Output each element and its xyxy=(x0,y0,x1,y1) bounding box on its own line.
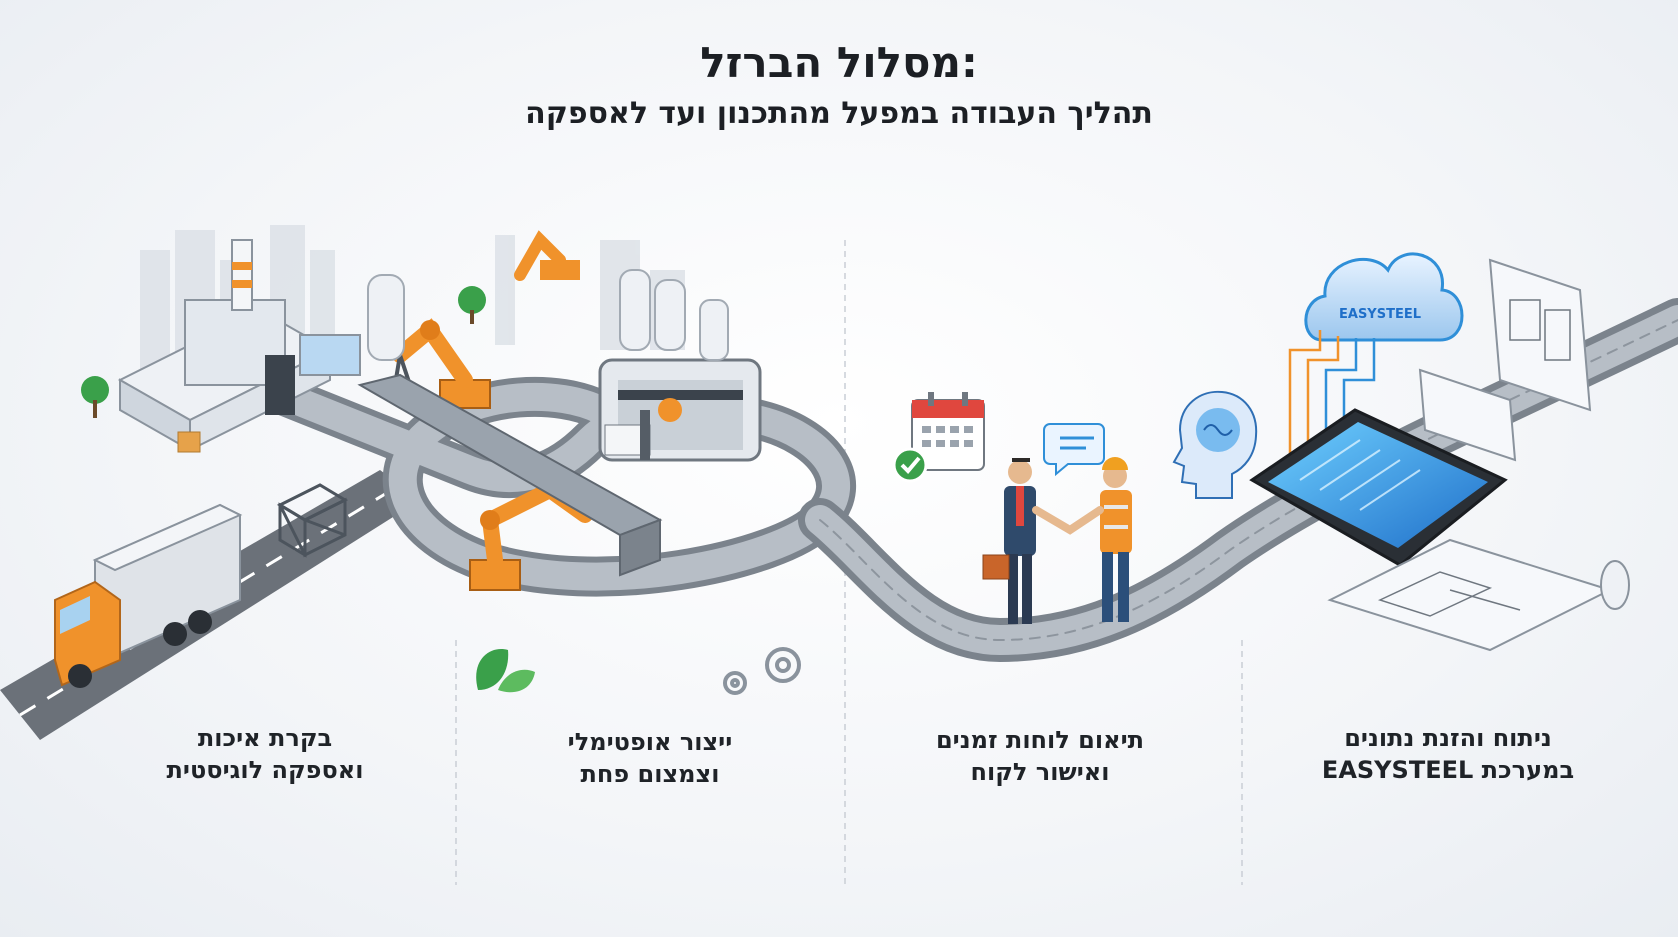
tree-icon xyxy=(458,286,486,324)
truck-icon xyxy=(54,503,243,688)
cloud-icon: EASYSTEEL xyxy=(1304,252,1464,342)
cnc-machine-icon xyxy=(598,358,762,462)
caption-line-1: בקרת איכות xyxy=(197,724,333,752)
caption-line-2: ואספקה לוגיסטית xyxy=(166,756,364,784)
calendar-check-icon xyxy=(892,392,985,483)
caption-line-2: וצמצום פחת xyxy=(580,760,720,788)
caption-line-1: ניתוח והזנת נתונים xyxy=(1344,724,1552,752)
handshake-icon xyxy=(982,457,1132,624)
stage-caption-data-entry: ניתוח והזנת נתונים במערכת EASYSTEEL xyxy=(1258,722,1638,786)
caption-line-2: ואישור לקוח xyxy=(970,758,1110,786)
factory-icon xyxy=(81,239,361,453)
storage-tanks-icon xyxy=(367,269,729,361)
gear-icon xyxy=(723,647,801,695)
brain-head-icon xyxy=(1172,390,1258,499)
steel-beam-icon xyxy=(357,373,663,577)
chat-bubble-icon xyxy=(1043,423,1105,477)
stage-caption-scheduling: תיאום לוחות זמנים ואישור לקוח xyxy=(870,724,1210,788)
caption-line-2: במערכת EASYSTEEL xyxy=(1321,756,1575,784)
leaf-icon xyxy=(476,649,535,693)
page-subtitle: תהליך העבודה במפעל מהתכנון ועד לאספקה xyxy=(525,96,1153,131)
page-title: מסלול הברזל: xyxy=(700,38,978,87)
cloud-logo-text: EASYSTEEL xyxy=(1339,307,1421,322)
caption-line-1: תיאום לוחות זמנים xyxy=(935,726,1145,754)
tablet-icon xyxy=(1249,408,1508,567)
stage-caption-quality-delivery: בקרת איכות ואספקה לוגיסטית xyxy=(105,722,425,786)
stage-caption-production: ייצור אופטימלי וצמצום פחת xyxy=(490,726,810,790)
caption-line-1: ייצור אופטימלי xyxy=(567,728,733,756)
blueprint-icon xyxy=(1327,258,1630,652)
steel-frame-icon xyxy=(276,483,349,558)
